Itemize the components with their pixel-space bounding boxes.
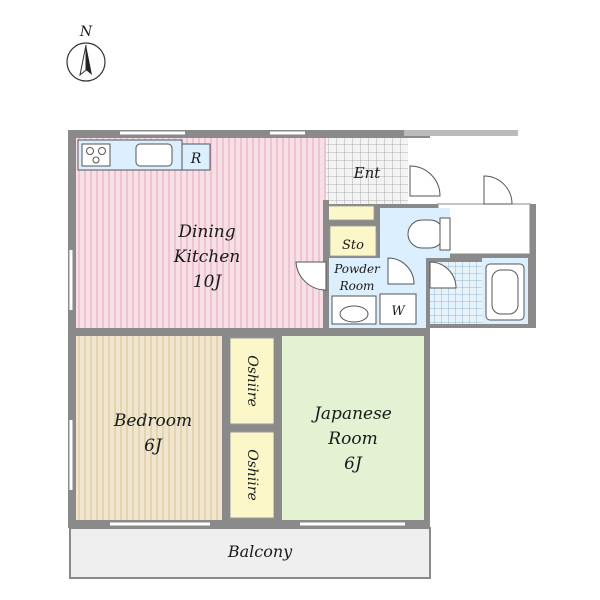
stove-icon [81,143,111,167]
kitchen-counter [77,139,183,171]
dining-kitchen-size: 10J [193,272,223,292]
storage-floor [329,225,377,257]
refrigerator-label: R [190,151,202,167]
building: Dining Kitchen 10J Ent Sto Powder Room W… [68,130,536,579]
powder-room-label-1: Powder [333,262,381,276]
bedroom-label: Bedroom [113,411,192,431]
japanese-room-label-2: Room [327,429,377,449]
sink-icon [135,143,173,167]
compass-label: N [79,24,93,40]
oshiire-top-label: Oshiire [244,355,260,407]
door-bath-icon [429,261,457,289]
bedroom-size: 6J [144,436,163,456]
balcony-floor [69,527,431,579]
entrance-floor [326,138,408,204]
dining-kitchen-label-1: Dining [177,222,235,242]
washer-space [379,293,417,325]
japanese-room-label-1: Japanese [311,404,392,424]
toilet-icon [407,217,451,251]
bathtub-icon [485,263,525,321]
oshiire-bottom-label: Oshiire [244,449,260,501]
dining-kitchen-label-2: Kitchen [173,247,240,267]
shoe-shelf [325,205,375,221]
refrigerator-space [181,143,211,171]
japanese-room-floor [282,336,424,520]
compass: N [66,24,106,82]
storage-label: Sto [342,238,364,253]
door-storage-icon [483,175,513,205]
door-entrance-icon [409,165,441,197]
japanese-room-size: 6J [344,454,363,474]
storage-top-right [437,203,531,255]
entrance-label: Ent [353,164,382,182]
powder-room-label-2: Room [339,279,375,293]
compass-arrow-dark-icon [86,45,92,75]
door-toilet-icon [387,257,415,285]
door-powder-icon [295,261,327,291]
balcony-label: Balcony [227,542,293,561]
washer-label: W [391,304,406,319]
bedroom-floor [76,336,222,520]
washbasin-icon [331,295,377,325]
